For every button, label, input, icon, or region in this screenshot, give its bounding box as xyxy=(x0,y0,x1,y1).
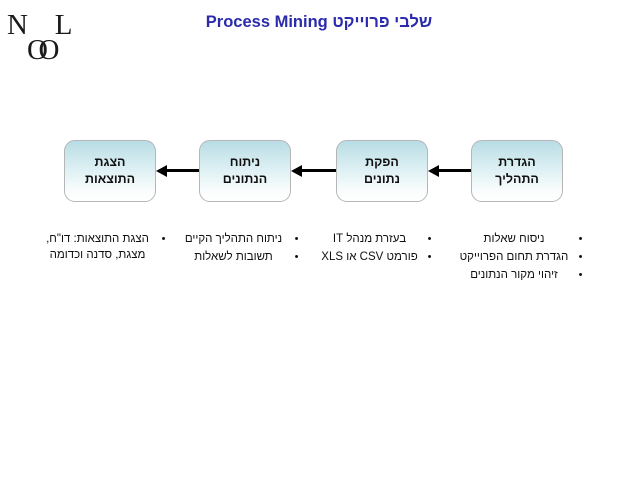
arrow-analyze-to-present xyxy=(156,164,199,177)
list-item: • הגדרת תחום הפרוייקט xyxy=(452,249,585,265)
bullet-dot-icon: • xyxy=(161,233,166,245)
stage-details-lists: • הצגת התוצאות: דו"ח, מצגת, סדנה וכדומה • נ… xyxy=(0,231,638,341)
bullet-dot-icon: • xyxy=(427,251,432,263)
bullet-dot-icon: • xyxy=(427,233,432,245)
bullet-dot-icon: • xyxy=(578,251,583,263)
list-item: • זיהוי מקור הנתונים xyxy=(452,267,585,283)
logo-letter-o-first: O xyxy=(26,34,48,66)
list-item-label: תשובות לשאלות xyxy=(194,251,273,263)
list-item: • ניתוח התהליך הקיים xyxy=(175,231,301,247)
logo-letter-n: N xyxy=(7,9,28,41)
arrow-head-left-icon xyxy=(291,164,302,177)
arrow-extract-to-analyze xyxy=(291,164,336,177)
logo-letter-o-second: O xyxy=(38,34,60,66)
bullet-dot-icon: • xyxy=(578,269,583,281)
stage-box-define-process[interactable]: הגדרת התהליך xyxy=(471,140,563,202)
list-item: • הצגת התוצאות: דו"ח, מצגת, סדנה וכדומה xyxy=(36,231,168,263)
stage-label: הצגת התוצאות xyxy=(84,155,136,186)
bullet-list-analyze-data-details: • ניתוח התהליך הקיים • תשובות לשאלות xyxy=(175,231,301,267)
list-item-label: ניסוח שאלות xyxy=(483,233,545,245)
stage-box-present-results[interactable]: הצגת התוצאות xyxy=(64,140,156,202)
bullet-list-present-results-details: • הצגת התוצאות: דו"ח, מצגת, סדנה וכדומה xyxy=(36,231,168,265)
stage-label: הגדרת התהליך xyxy=(495,155,539,186)
bullet-list-define-process-details: • ניסוח שאלות • הגדרת תחום הפרוייקט • זיהוי מ… xyxy=(452,231,585,285)
list-item-label: זיהוי מקור הנתונים xyxy=(470,269,558,281)
arrow-head-left-icon xyxy=(156,164,167,177)
list-item-label: הגדרת תחום הפרוייקט xyxy=(459,251,569,263)
list-item: • פורמט CSV או XLS xyxy=(314,249,434,265)
stage-box-analyze-data[interactable]: ניתוח הנתונים xyxy=(199,140,291,202)
stage-label: ניתוח הנתונים xyxy=(222,155,268,186)
list-item-label: בעזרת מנהל IT xyxy=(332,233,407,245)
logo-letter-l: L xyxy=(54,9,73,41)
list-item: • תשובות לשאלות xyxy=(175,249,301,265)
list-item-label: הצגת התוצאות: דו"ח, מצגת, סדנה וכדומה xyxy=(46,233,149,261)
list-item: • ניסוח שאלות xyxy=(452,231,585,247)
list-item-label: ניתוח התהליך הקיים xyxy=(184,233,283,245)
bullet-dot-icon: • xyxy=(294,233,299,245)
bullet-dot-icon: • xyxy=(578,233,583,245)
process-flow-diagram: הצגת התוצאות ניתוח הנתונים הפקת נתונים הגדר… xyxy=(0,140,638,210)
arrow-head-left-icon xyxy=(428,164,439,177)
bullet-dot-icon: • xyxy=(294,251,299,263)
list-item: • בעזרת מנהל IT xyxy=(314,231,434,247)
arrow-define-to-extract xyxy=(428,164,471,177)
page-title: שלבי פרוייקט Process Mining xyxy=(205,13,433,31)
arrow-shaft xyxy=(165,169,199,172)
arrow-shaft xyxy=(437,169,471,172)
list-item-label: פורמט CSV או XLS xyxy=(321,251,418,263)
stage-box-extract-data[interactable]: הפקת נתונים xyxy=(336,140,428,202)
arrow-shaft xyxy=(300,169,336,172)
stage-label: הפקת נתונים xyxy=(363,155,401,186)
bullet-list-extract-data-details: • בעזרת מנהל IT • פורמט CSV או XLS xyxy=(314,231,434,267)
